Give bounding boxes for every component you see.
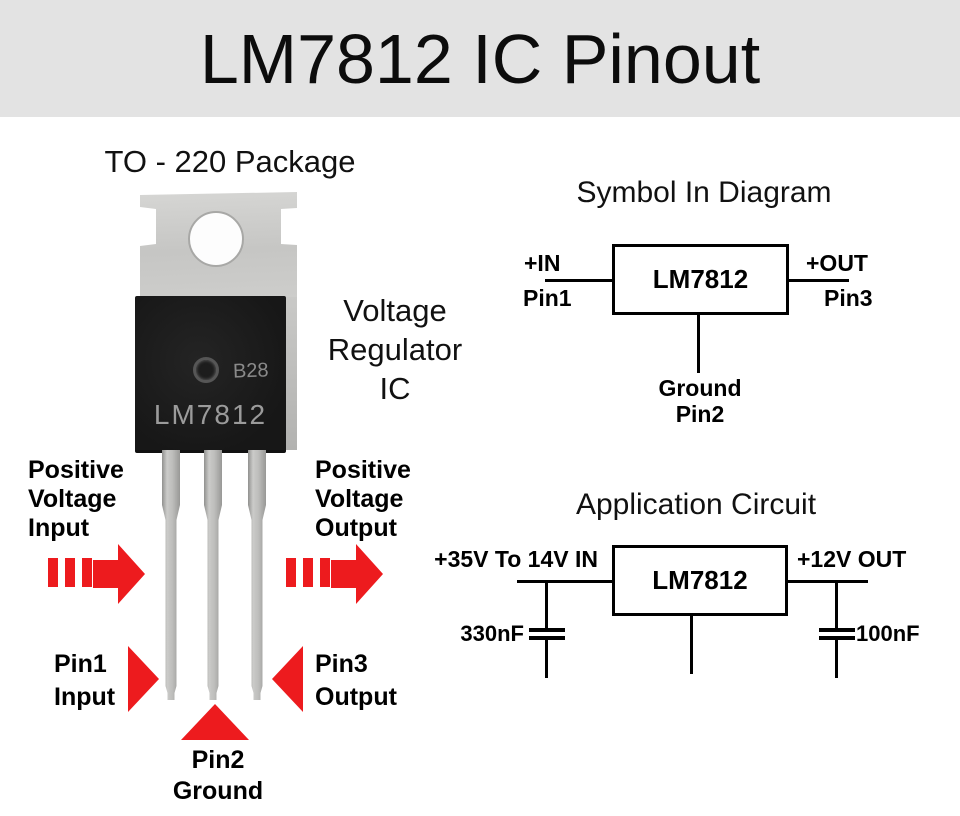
symbol-in-label: +IN	[524, 250, 561, 276]
output-cap-plate-bottom	[819, 636, 855, 640]
ic-body-side-edge	[286, 297, 297, 450]
input-arrow-dash	[82, 558, 92, 587]
symbol-input-wire	[545, 279, 612, 282]
output-cap-lead-bottom	[835, 640, 838, 678]
output-cap-lead-top	[835, 583, 838, 628]
input-cap-lead-bottom	[545, 640, 548, 678]
circuit-input-label: +35V To 14V IN	[434, 546, 598, 572]
circuit-heading: Application Circuit	[575, 488, 817, 521]
input-arrow-icon	[93, 544, 145, 604]
chip-part-number: LM7812	[153, 399, 268, 430]
symbol-ic-box: LM7812	[612, 244, 789, 315]
symbol-out-label: +OUT	[806, 250, 868, 276]
symbol-ground-wire	[697, 312, 700, 373]
package-pin-3	[248, 450, 266, 700]
circuit-output-label: +12V OUT	[797, 546, 907, 572]
output-arrow-dash	[286, 558, 296, 587]
circuit-output-wire	[785, 580, 868, 583]
output-arrow-icon	[331, 544, 383, 604]
circuit-ground-wire	[690, 613, 693, 674]
voltage-regulator-label: Voltage Regulator IC	[327, 293, 463, 406]
pin2-label: Pin2 Ground	[172, 746, 264, 805]
input-cap-lead-top	[545, 583, 548, 628]
package-pin-2	[204, 450, 222, 700]
symbol-output-wire	[789, 279, 849, 282]
symbol-ground-label: Ground Pin2	[658, 375, 742, 427]
symbol-pin1-label: Pin1	[523, 285, 572, 311]
circuit-input-wire	[517, 580, 612, 583]
package-heading: TO - 220 Package	[104, 144, 356, 179]
title-bar: LM7812 IC Pinout	[0, 0, 960, 117]
input-cap-plate-top	[529, 628, 565, 632]
input-arrow-dash	[65, 558, 75, 587]
manufacturer-logo-icon	[193, 357, 219, 383]
pin3-label: Pin3 Output	[315, 650, 397, 711]
pin2-pointer-icon	[181, 704, 249, 740]
circuit-ic-box: LM7812	[612, 545, 788, 616]
pin1-label: Pin1 Input	[54, 650, 116, 711]
output-cap-plate-top	[819, 628, 855, 632]
pin1-pointer-icon	[128, 646, 159, 712]
input-cap-plate-bottom	[529, 636, 565, 640]
pin3-pointer-icon	[272, 646, 303, 712]
input-cap-value: 330nF	[460, 621, 524, 646]
input-arrow-dash	[48, 558, 58, 587]
output-cap-value: 100nF	[856, 621, 920, 646]
positive-voltage-input-label: Positive Voltage Input	[28, 456, 124, 542]
package-pin-1	[162, 450, 180, 700]
symbol-heading: Symbol In Diagram	[576, 176, 832, 209]
output-arrow-dash	[320, 558, 330, 587]
symbol-pin3-label: Pin3	[824, 285, 873, 311]
positive-voltage-output-label: Positive Voltage Output	[315, 456, 411, 542]
output-arrow-dash	[303, 558, 313, 587]
circuit-ic-label: LM7812	[652, 565, 748, 595]
mounting-hole	[188, 211, 244, 267]
symbol-ic-label: LM7812	[652, 264, 749, 294]
chip-date-code: B28	[232, 359, 269, 383]
page-title: LM7812 IC Pinout	[199, 19, 761, 98]
